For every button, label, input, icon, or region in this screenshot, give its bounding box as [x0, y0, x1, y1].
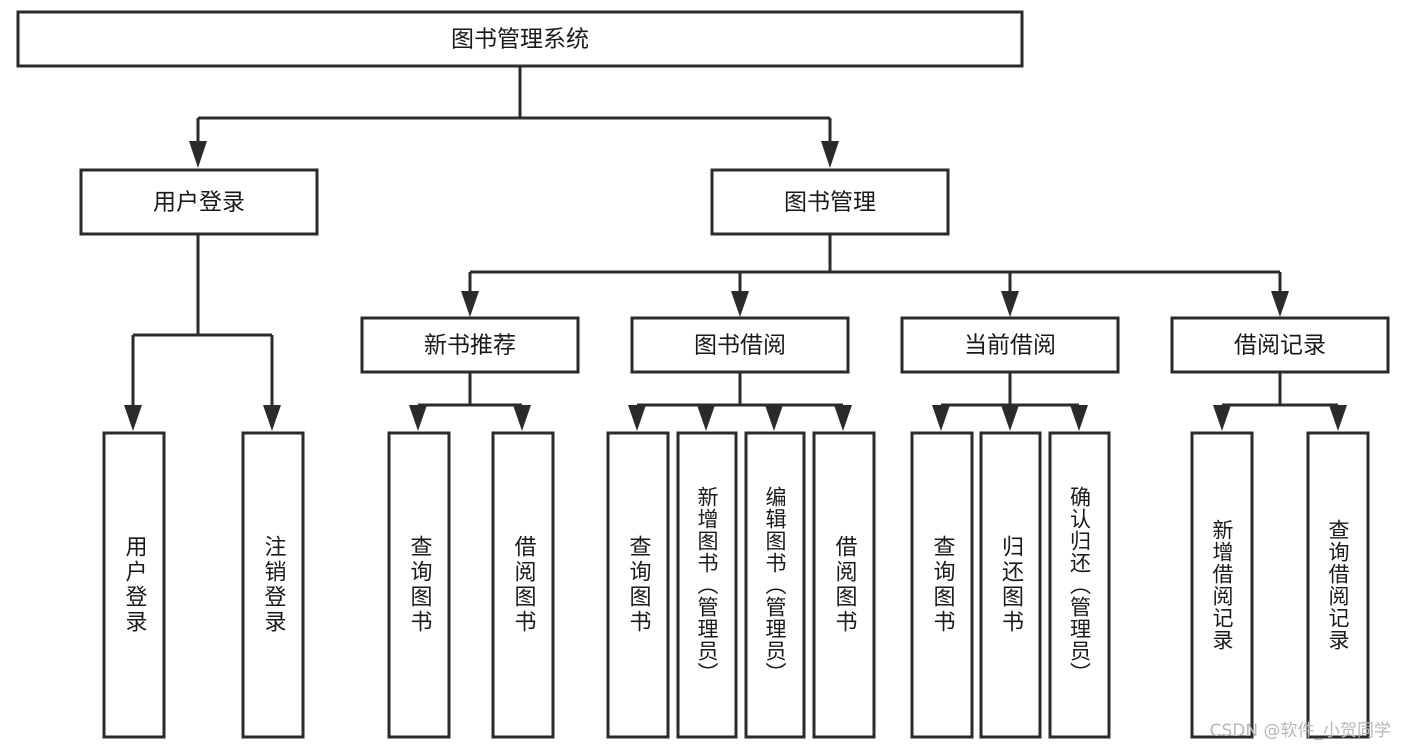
leaf-user-logout-box[interactable] [241, 431, 305, 739]
connector-group-book-manage [461, 234, 1289, 317]
arrow-leaf-add-record [1213, 405, 1231, 431]
arrow-new-book-recommend [461, 291, 479, 317]
leaf-borrow-book-1-box[interactable] [491, 431, 555, 739]
connector-group-root [189, 66, 839, 168]
node-borrow-record[interactable]: 借阅记录 [1170, 316, 1390, 374]
arrow-leaf-return-book [1001, 405, 1019, 431]
node-new-book-recommend-label: 新书推荐 [424, 333, 516, 359]
node-current-borrow-box[interactable] [900, 316, 1120, 374]
connector-group-current-borrow [932, 372, 1088, 431]
node-book-borrow[interactable]: 图书借阅 [630, 316, 850, 374]
leaf-query-book-1-box[interactable] [387, 431, 451, 739]
arrow-leaf-query-book-1 [409, 405, 427, 431]
arrow-leaf-borrow-book-1 [513, 405, 531, 431]
arrow-current-borrow [1001, 291, 1019, 317]
arrow-to-book-manage [821, 141, 839, 168]
connector-group-new-book-recommend [409, 372, 531, 431]
node-user-login-label: 用户登录 [153, 190, 245, 216]
arrow-leaf-query-book-3 [932, 405, 950, 431]
leaf-borrow-book-2-box[interactable] [812, 431, 876, 739]
arrow-leaf-query-record [1329, 405, 1347, 431]
leaf-query-record-box[interactable] [1306, 431, 1370, 739]
csdn-watermark: CSDN @软件_小贺同学 [1209, 721, 1391, 741]
node-borrow-record-label: 借阅记录 [1234, 333, 1326, 359]
leaf-boxes-group [102, 431, 1370, 739]
node-book-borrow-label: 图书借阅 [694, 333, 786, 359]
node-book-manage-box[interactable] [710, 168, 950, 236]
node-book-manage[interactable]: 图书管理 [710, 168, 950, 236]
arrow-borrow-record [1271, 291, 1289, 317]
node-new-book-recommend-box[interactable] [360, 316, 580, 374]
connector-group-user-login [124, 234, 281, 431]
node-current-borrow[interactable]: 当前借阅 [900, 316, 1120, 374]
connector-group-borrow-record [1213, 372, 1347, 431]
arrow-leaf-user-logout [263, 405, 281, 431]
node-user-login-box[interactable] [79, 168, 319, 236]
leaf-add-book-box[interactable] [676, 431, 738, 739]
leaf-query-book-2-box[interactable] [606, 431, 670, 739]
arrow-leaf-add-book [697, 405, 715, 431]
leaf-edit-book-box[interactable] [744, 431, 806, 739]
node-new-book-recommend[interactable]: 新书推荐 [360, 316, 580, 374]
leaf-user-login-box[interactable] [102, 431, 166, 739]
arrow-leaf-user-login [124, 405, 142, 431]
arrow-book-borrow [731, 291, 749, 317]
node-borrow-record-box[interactable] [1170, 316, 1390, 374]
leaf-query-book-3-box[interactable] [910, 431, 974, 739]
leaf-confirm-return-box[interactable] [1048, 431, 1111, 739]
arrow-leaf-confirm-return [1070, 405, 1088, 431]
arrow-leaf-query-book-2 [628, 405, 646, 431]
leaf-add-record-box[interactable] [1190, 431, 1254, 739]
node-book-borrow-box[interactable] [630, 316, 850, 374]
node-book-manage-label: 图书管理 [784, 190, 876, 216]
arrow-leaf-borrow-book-2 [834, 405, 852, 431]
node-root-box[interactable] [16, 10, 1024, 68]
node-root[interactable]: 图书管理系统 [16, 10, 1024, 68]
arrow-to-user-login [189, 141, 207, 168]
connector-group-book-borrow [628, 372, 852, 431]
node-user-login[interactable]: 用户登录 [79, 168, 319, 236]
arrow-leaf-edit-book [765, 405, 783, 431]
node-root-label: 图书管理系统 [451, 27, 589, 53]
node-current-borrow-label: 当前借阅 [964, 333, 1056, 359]
leaf-return-book-box[interactable] [979, 431, 1042, 739]
